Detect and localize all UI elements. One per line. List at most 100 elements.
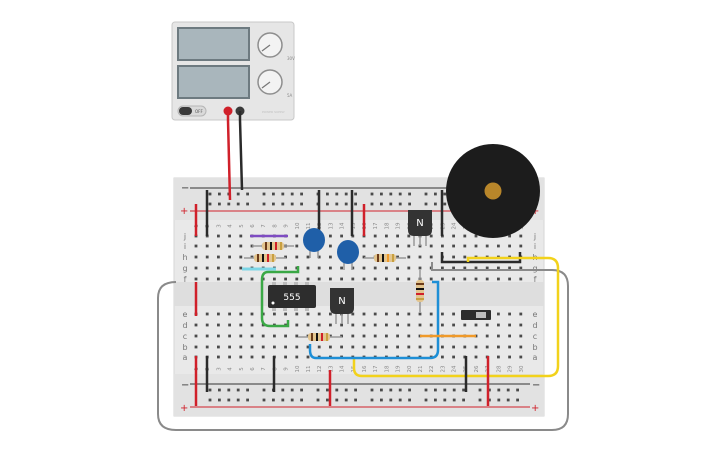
breadboard-hole[interactable]: [463, 255, 467, 259]
breadboard-hole[interactable]: [272, 398, 275, 402]
breadboard-hole[interactable]: [516, 388, 519, 392]
breadboard-hole[interactable]: [306, 355, 310, 359]
breadboard-hole[interactable]: [306, 266, 310, 270]
ic-555[interactable]: 555: [268, 282, 316, 311]
breadboard-hole[interactable]: [300, 192, 303, 196]
breadboard-hole[interactable]: [284, 255, 287, 259]
breadboard-hole[interactable]: [351, 266, 355, 270]
breadboard-hole[interactable]: [246, 388, 249, 392]
breadboard-hole[interactable]: [497, 312, 500, 316]
breadboard-hole[interactable]: [452, 266, 455, 270]
breadboard-hole[interactable]: [478, 398, 482, 402]
breadboard-hole[interactable]: [194, 345, 198, 349]
breadboard-hole[interactable]: [194, 244, 198, 248]
breadboard-hole[interactable]: [441, 244, 444, 248]
breadboard-hole[interactable]: [508, 323, 511, 327]
breadboard-hole[interactable]: [317, 312, 321, 316]
breadboard-hole[interactable]: [340, 277, 343, 281]
breadboard-hole[interactable]: [508, 312, 511, 316]
breadboard-hole[interactable]: [508, 266, 511, 270]
breadboard-hole[interactable]: [370, 398, 374, 402]
breadboard-hole[interactable]: [351, 323, 355, 327]
breadboard-hole[interactable]: [362, 312, 366, 316]
breadboard-hole[interactable]: [300, 202, 303, 206]
breadboard-hole[interactable]: [300, 388, 303, 392]
breadboard-hole[interactable]: [441, 266, 444, 270]
breadboard-hole[interactable]: [485, 266, 489, 270]
breadboard-hole[interactable]: [205, 323, 209, 327]
breadboard-hole[interactable]: [295, 234, 299, 238]
breadboard-hole[interactable]: [228, 355, 231, 359]
breadboard-hole[interactable]: [335, 202, 339, 206]
breadboard-hole[interactable]: [217, 255, 220, 259]
breadboard-hole[interactable]: [239, 312, 243, 316]
breadboard-hole[interactable]: [373, 312, 377, 316]
breadboard-hole[interactable]: [250, 355, 254, 359]
breadboard-hole[interactable]: [261, 355, 265, 359]
breadboard-hole[interactable]: [217, 266, 220, 270]
breadboard-hole[interactable]: [239, 234, 243, 238]
breadboard-hole[interactable]: [272, 192, 275, 196]
breadboard-hole[interactable]: [344, 202, 348, 206]
breadboard-hole[interactable]: [228, 345, 231, 349]
breadboard-hole[interactable]: [443, 398, 447, 402]
breadboard-hole[interactable]: [418, 323, 422, 327]
breadboard-hole[interactable]: [340, 323, 343, 327]
breadboard-hole[interactable]: [478, 388, 482, 392]
breadboard-hole[interactable]: [284, 345, 287, 349]
breadboard-hole[interactable]: [519, 266, 523, 270]
breadboard-hole[interactable]: [208, 398, 212, 402]
breadboard-hole[interactable]: [362, 255, 366, 259]
breadboard-hole[interactable]: [295, 345, 299, 349]
breadboard-hole[interactable]: [246, 192, 249, 196]
breadboard-hole[interactable]: [317, 255, 321, 259]
breadboard-hole[interactable]: [217, 234, 220, 238]
breadboard-hole[interactable]: [281, 202, 285, 206]
wire-blue[interactable]: [308, 280, 440, 360]
breadboard-hole[interactable]: [335, 388, 339, 392]
breadboard-hole[interactable]: [340, 266, 343, 270]
breadboard-hole[interactable]: [380, 202, 383, 206]
breadboard-hole[interactable]: [300, 398, 303, 402]
breadboard-hole[interactable]: [380, 398, 383, 402]
breadboard-hole[interactable]: [407, 266, 411, 270]
breadboard-hole[interactable]: [290, 192, 294, 196]
wire-grey-loop[interactable]: [157, 262, 569, 431]
breadboard-hole[interactable]: [434, 192, 437, 196]
breadboard-hole[interactable]: [317, 323, 321, 327]
breadboard-hole[interactable]: [370, 388, 374, 392]
breadboard-hole[interactable]: [205, 266, 209, 270]
breadboard-hole[interactable]: [488, 398, 491, 402]
breadboard-hole[interactable]: [396, 334, 399, 338]
breadboard-hole[interactable]: [194, 255, 198, 259]
breadboard-hole[interactable]: [508, 234, 511, 238]
breadboard-hole[interactable]: [516, 398, 519, 402]
breadboard-hole[interactable]: [329, 345, 332, 349]
breadboard-hole[interactable]: [508, 277, 511, 281]
breadboard-hole[interactable]: [205, 345, 209, 349]
breadboard-hole[interactable]: [385, 234, 388, 238]
breadboard-hole[interactable]: [205, 255, 209, 259]
breadboard-hole[interactable]: [389, 192, 393, 196]
breadboard-hole[interactable]: [344, 192, 348, 196]
breadboard-hole[interactable]: [236, 202, 240, 206]
breadboard-hole[interactable]: [208, 388, 212, 392]
breadboard-hole[interactable]: [351, 345, 355, 349]
breadboard-hole[interactable]: [290, 388, 294, 392]
breadboard-hole[interactable]: [236, 398, 240, 402]
breadboard-hole[interactable]: [408, 202, 411, 206]
breadboard-hole[interactable]: [407, 345, 411, 349]
breadboard-hole[interactable]: [329, 234, 332, 238]
breadboard-hole[interactable]: [508, 355, 511, 359]
breadboard-hole[interactable]: [385, 312, 388, 316]
breadboard-hole[interactable]: [452, 244, 455, 248]
breadboard-hole[interactable]: [281, 398, 285, 402]
breadboard-hole[interactable]: [407, 277, 411, 281]
breadboard-hole[interactable]: [354, 192, 357, 196]
breadboard-hole[interactable]: [474, 266, 478, 270]
breadboard-hole[interactable]: [218, 388, 221, 392]
breadboard-hole[interactable]: [239, 244, 243, 248]
breadboard-hole[interactable]: [273, 345, 276, 349]
breadboard-hole[interactable]: [228, 266, 231, 270]
breadboard-hole[interactable]: [194, 277, 198, 281]
